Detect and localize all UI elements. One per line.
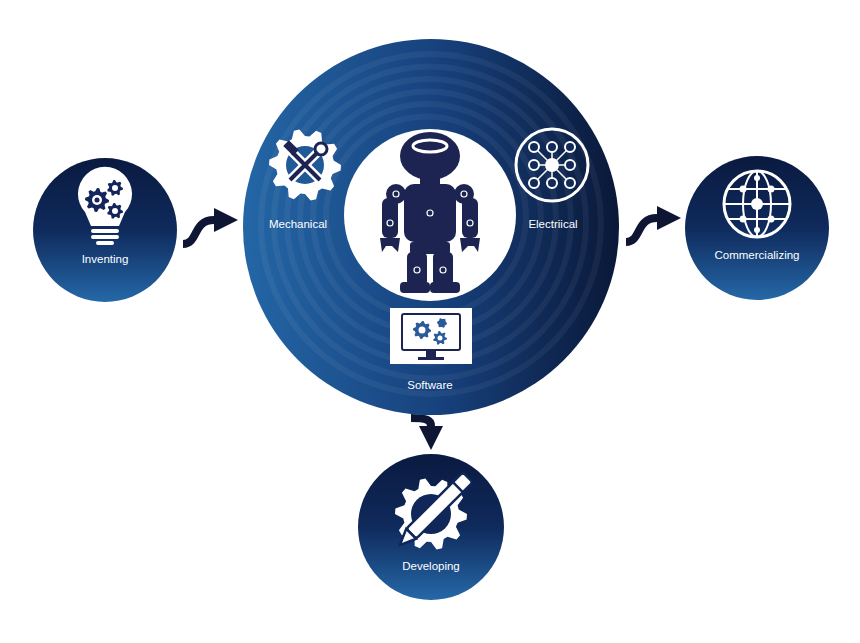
circle-shape [685,156,829,300]
node-label: Software [407,379,452,393]
flow-arrow [183,220,214,244]
node-label: Developing [402,560,460,574]
node-label: Electriical [528,218,577,232]
commercializing-circle: Commercializing [685,156,829,300]
node-label: Inventing [82,253,129,267]
flow-arrow [411,418,431,426]
circle-shape [33,158,177,302]
node-label: Mechanical [269,218,327,232]
flow-arrow [626,218,657,242]
inventing-circle: Inventing [33,158,177,302]
engineering-circle: Mechanical ElectriicalSoftware [242,38,620,416]
node-label: Commercializing [715,249,800,263]
developing-circle: Developing [358,454,504,600]
circle-shape [358,454,504,600]
